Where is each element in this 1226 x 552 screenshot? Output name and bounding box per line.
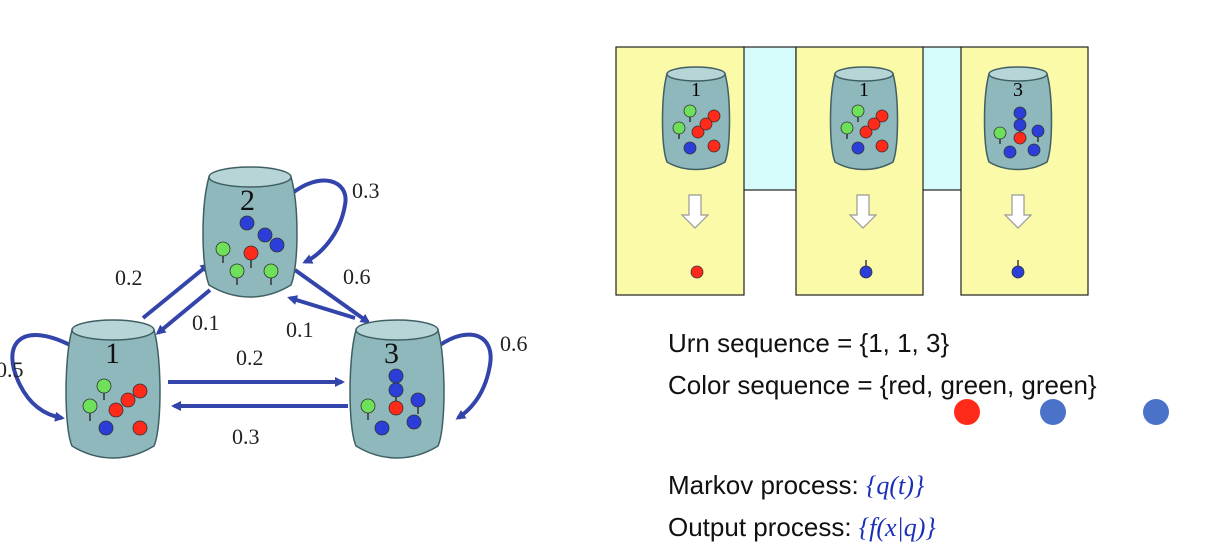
arrow-3-to-2	[287, 295, 356, 320]
urn-1: 1	[65, 319, 161, 459]
transition-label-3-1: 0.3	[232, 424, 260, 449]
output-process-line: Output process: {f(x|q)}	[668, 512, 936, 542]
color-dot-2	[1040, 399, 1066, 425]
svg-text:1: 1	[691, 79, 701, 101]
markov-process-line: Markov process: {q(t)}	[668, 470, 925, 500]
urn-2: 2	[202, 166, 298, 298]
arrow-2-to-1	[155, 288, 212, 335]
color-dot-1	[954, 399, 980, 425]
urn-3: 3	[349, 319, 445, 459]
down-arrow-icon	[1003, 194, 1033, 229]
sequence-panel-3: 3	[960, 46, 1089, 296]
output-process-math: {f(x|q)}	[859, 513, 937, 542]
gap-panel-2	[921, 46, 963, 191]
markov-process-label: Markov process:	[668, 470, 866, 500]
urn-sequence-text: Urn sequence = {1, 1, 3}	[668, 328, 949, 358]
drawn-ball	[859, 265, 873, 279]
arrow-1-to-2	[141, 263, 211, 320]
gap-panel-1	[742, 46, 797, 191]
urn-number: 3	[384, 337, 399, 370]
transition-labels: 0.5 0.3 0.6 0.2 0.1 0.6 0.1 0.2 0.3	[0, 178, 528, 449]
sequence-panel-1: 1	[615, 46, 745, 296]
down-arrow-icon	[848, 194, 878, 229]
drawn-ball	[1011, 265, 1025, 279]
transition-graph: 0.5 0.3 0.6 0.2 0.1 0.6 0.1 0.2 0.3 2	[0, 166, 528, 459]
self-loop-label-urn-2: 0.3	[352, 178, 380, 203]
urn-number: 2	[240, 184, 255, 217]
transition-label-2-3: 0.6	[343, 264, 371, 289]
transition-label-3-2: 0.1	[286, 317, 314, 342]
arrow-2-to-3	[293, 268, 371, 324]
self-loop-label-urn-1: 0.5	[0, 357, 24, 382]
self-loop-arrow-urn-3	[438, 332, 493, 420]
down-arrow-icon	[680, 194, 710, 229]
sequence-panel-2: 1	[795, 46, 924, 296]
svg-text:1: 1	[859, 79, 869, 101]
self-loop-arrow-urn-2	[288, 178, 348, 264]
description-text: Urn sequence = {1, 1, 3} Color sequence …	[668, 328, 1169, 542]
output-process-label: Output process:	[668, 512, 859, 542]
drawn-ball	[690, 265, 704, 279]
urn-number: 1	[105, 337, 120, 370]
transition-label-1-2: 0.2	[115, 265, 143, 290]
transition-label-2-1: 0.1	[192, 310, 220, 335]
markov-process-math: {q(t)}	[866, 471, 925, 500]
transition-label-1-3: 0.2	[236, 345, 264, 370]
self-loop-arrow-urn-1	[10, 333, 71, 422]
svg-text:3: 3	[1013, 79, 1023, 101]
urn-1-small: 1	[661, 66, 731, 171]
sequence-panels: 1 1	[615, 46, 1089, 296]
color-dot-3	[1143, 399, 1169, 425]
transition-arrows	[10, 178, 493, 422]
urn-1-small: 1	[829, 66, 899, 171]
self-loop-label-urn-3: 0.6	[500, 331, 528, 356]
color-sequence-text: Color sequence = {red, green, green}	[668, 370, 1097, 400]
urn-3-small: 3	[983, 66, 1053, 171]
